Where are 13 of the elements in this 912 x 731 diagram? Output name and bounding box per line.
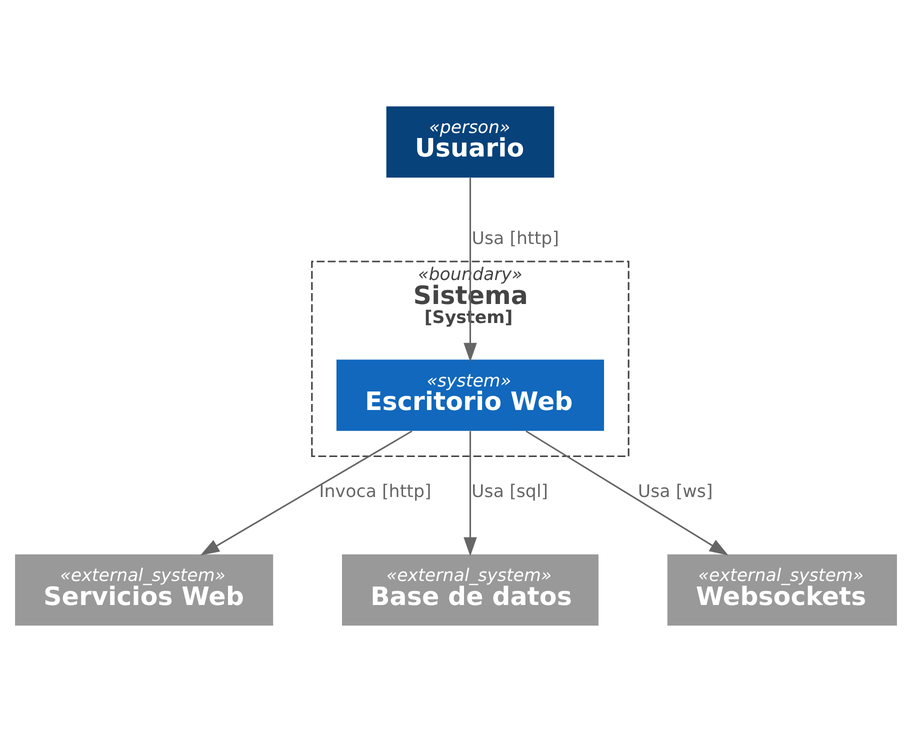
node-box: «external_system» Base de datos	[342, 554, 598, 626]
arrow	[464, 177, 477, 362]
node-box: «system» Escritorio Web	[336, 359, 604, 430]
edge-label: Usa [ws]	[638, 482, 713, 502]
node-box: «person» Usuario	[386, 106, 554, 178]
arrow	[464, 430, 477, 556]
arrow	[526, 430, 728, 555]
edge-label: Usa [sql]	[472, 482, 548, 502]
edge-label: Invoca [http]	[319, 482, 432, 502]
node-box: «external_system» Websockets	[667, 554, 897, 626]
arrow	[200, 430, 412, 555]
node-box: «external_system» Servicios Web	[15, 554, 274, 626]
edge-label: Usa [http]	[472, 228, 560, 248]
